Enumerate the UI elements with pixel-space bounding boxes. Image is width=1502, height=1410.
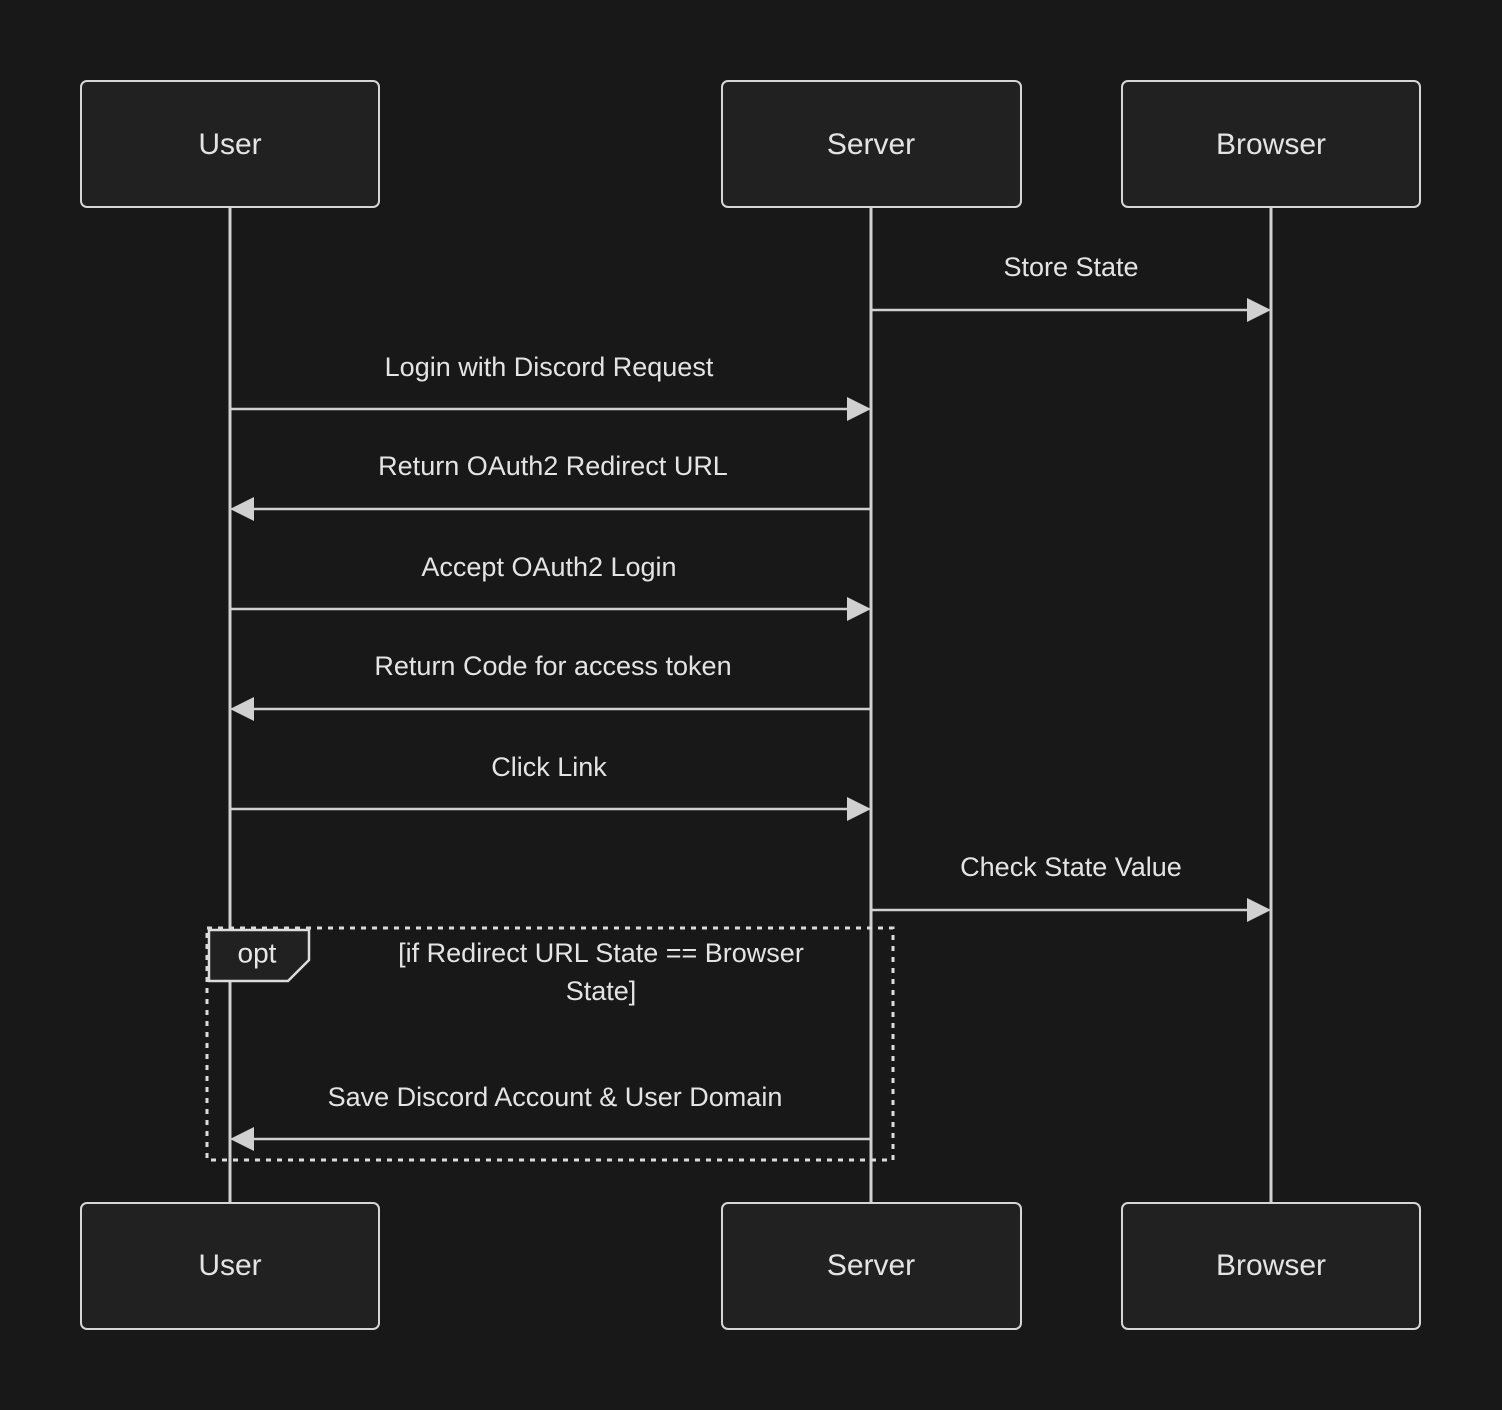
- message-label-login-with-discord-request: Login with Discord Request: [385, 352, 714, 382]
- actor-label-user-bottom: User: [198, 1249, 261, 1282]
- fragment-opt-tag-label: opt: [238, 937, 277, 968]
- message-label-return-code-for-access-token: Return Code for access token: [374, 651, 731, 681]
- message-login-with-discord-request[interactable]: Login with Discord Request: [230, 352, 871, 421]
- arrowhead-left-icon: [230, 1127, 254, 1151]
- actor-box-server-bottom[interactable]: Server: [721, 1202, 1022, 1330]
- message-label-accept-oauth2-login: Accept OAuth2 Login: [421, 552, 676, 582]
- actor-box-user-top[interactable]: User: [80, 80, 380, 208]
- message-label-check-state-value: Check State Value: [960, 852, 1182, 882]
- arrowhead-left-icon: [230, 497, 254, 521]
- message-label-return-oauth2-redirect-url: Return OAuth2 Redirect URL: [378, 451, 728, 481]
- actor-box-rect-user-top: [80, 80, 380, 208]
- message-accept-oauth2-login[interactable]: Accept OAuth2 Login: [230, 552, 871, 621]
- message-label-save-discord-account-user-domain: Save Discord Account & User Domain: [328, 1082, 783, 1112]
- message-return-code-for-access-token[interactable]: Return Code for access token: [230, 651, 871, 721]
- arrowhead-left-icon: [230, 697, 254, 721]
- message-check-state-value[interactable]: Check State Value: [871, 852, 1271, 922]
- fragment-opt-condition-line-2: State]: [566, 976, 637, 1006]
- fragment-opt[interactable]: opt [if Redirect URL State == Browser St…: [205, 926, 895, 1162]
- message-label-click-link: Click Link: [491, 752, 607, 782]
- arrowhead-right-icon: [847, 397, 871, 421]
- arrowhead-right-icon: [847, 797, 871, 821]
- actor-box-rect-server-top: [721, 80, 1022, 208]
- lifelines-group: [228, 207, 1273, 1203]
- fragment-opt-border: [205, 926, 895, 1162]
- actor-label-user-top: User: [198, 128, 261, 161]
- fragment-opt-tag-shape: [207, 928, 311, 983]
- actor-box-server-top[interactable]: Server: [721, 80, 1022, 208]
- actor-label-browser-top: Browser: [1216, 128, 1326, 161]
- actor-box-rect-browser-top: [1121, 80, 1421, 208]
- actor-label-server-bottom: Server: [827, 1249, 915, 1282]
- actor-label-server-top: Server: [827, 128, 915, 161]
- message-click-link[interactable]: Click Link: [230, 752, 871, 821]
- actor-box-rect-user-bottom: [80, 1202, 380, 1330]
- message-label-store-state: Store State: [1003, 252, 1138, 282]
- message-save-discord-account-user-domain[interactable]: Save Discord Account & User Domain: [230, 1082, 871, 1151]
- arrowhead-right-icon: [1247, 298, 1271, 322]
- fragment-opt-condition-line-1: [if Redirect URL State == Browser: [398, 938, 804, 968]
- message-store-state[interactable]: Store State: [871, 252, 1271, 322]
- actor-box-browser-bottom[interactable]: Browser: [1121, 1202, 1421, 1330]
- actor-box-rect-server-bottom: [721, 1202, 1022, 1330]
- actor-label-browser-bottom: Browser: [1216, 1249, 1326, 1282]
- actor-box-user-bottom[interactable]: User: [80, 1202, 380, 1330]
- arrowhead-right-icon: [1247, 898, 1271, 922]
- actor-box-rect-browser-bottom: [1121, 1202, 1421, 1330]
- actor-box-browser-top[interactable]: Browser: [1121, 80, 1421, 208]
- message-return-oauth2-redirect-url[interactable]: Return OAuth2 Redirect URL: [230, 451, 871, 521]
- arrowhead-right-icon: [847, 597, 871, 621]
